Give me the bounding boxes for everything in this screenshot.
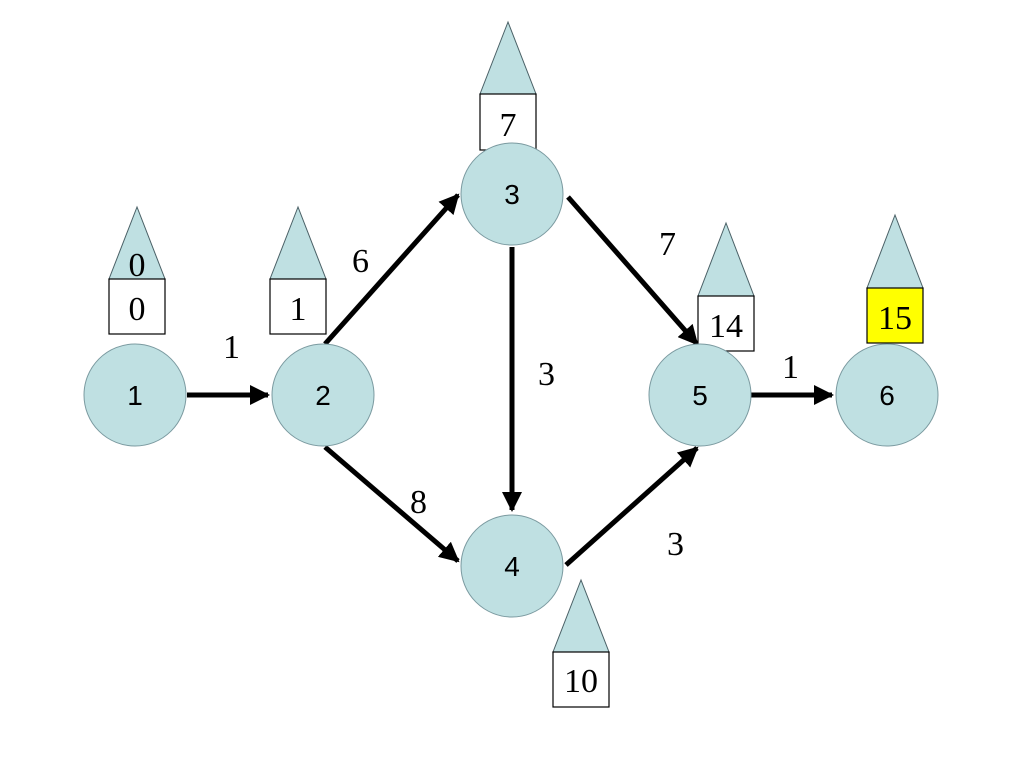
node-2-triangle — [269, 205, 327, 280]
node-6-value-box — [866, 287, 924, 344]
node-1-value-box — [108, 278, 166, 335]
node-6-circle — [835, 343, 939, 447]
node-3-circle — [460, 142, 564, 246]
edge-weight-1-2: 1 — [223, 329, 240, 366]
edge-4-5 — [564, 446, 699, 567]
node-3-value: 7 — [500, 107, 517, 144]
edge-weight-5-6: 1 — [782, 349, 799, 386]
node-6-marker: 15 — [866, 213, 924, 344]
node-5-value: 14 — [709, 308, 743, 345]
node-6-label: 6 — [879, 380, 895, 411]
node-3-triangle — [479, 20, 537, 95]
node-1: 1 — [83, 343, 187, 447]
edge-weight-2-3: 6 — [352, 243, 369, 280]
node-4-triangle — [552, 578, 610, 653]
node-4-circle — [460, 514, 564, 618]
node-5-triangle — [697, 221, 755, 297]
node-6-triangle — [866, 213, 924, 289]
edge-3-5 — [566, 195, 699, 346]
node-6-value: 15 — [878, 300, 912, 337]
node-1-triangle-value: 0 — [129, 247, 146, 284]
node-2-marker: 1 — [269, 205, 327, 335]
node-2-value: 1 — [290, 291, 307, 328]
node-2-circle — [271, 343, 375, 447]
node-3: 3 — [460, 142, 564, 246]
edge-2-4 — [323, 445, 460, 563]
edge-weights: 1 6 8 3 7 3 1 — [223, 226, 799, 563]
node-5-marker: 14 — [697, 221, 755, 352]
node-2-label: 2 — [315, 380, 331, 411]
node-2: 2 — [271, 343, 375, 447]
edges — [187, 193, 834, 567]
edge-weight-2-4: 8 — [410, 484, 427, 521]
nodes: 1 2 3 4 5 6 — [83, 142, 939, 618]
node-4-value-box — [552, 651, 610, 708]
node-2-value-box — [269, 278, 327, 335]
node-3-marker: 7 — [479, 20, 537, 151]
node-5-circle — [648, 343, 752, 447]
node-5: 5 — [648, 343, 752, 447]
edge-2-3 — [323, 193, 460, 346]
node-1-label: 1 — [127, 380, 143, 411]
node-3-value-box — [479, 93, 537, 151]
edge-weight-3-5: 7 — [659, 226, 676, 263]
node-4: 4 — [460, 514, 564, 618]
node-4-label: 4 — [504, 551, 520, 582]
node-1-value: 0 — [129, 291, 146, 328]
node-4-marker: 10 — [552, 578, 610, 708]
node-5-label: 5 — [692, 380, 708, 411]
node-6: 6 — [835, 343, 939, 447]
node-1-marker: 0 0 — [108, 205, 166, 335]
node-3-label: 3 — [504, 179, 520, 210]
node-1-circle — [83, 343, 187, 447]
edge-weight-4-5: 3 — [667, 526, 684, 563]
edge-weight-3-4: 3 — [538, 356, 555, 393]
node-5-value-box — [697, 295, 755, 352]
node-4-value: 10 — [564, 663, 598, 700]
